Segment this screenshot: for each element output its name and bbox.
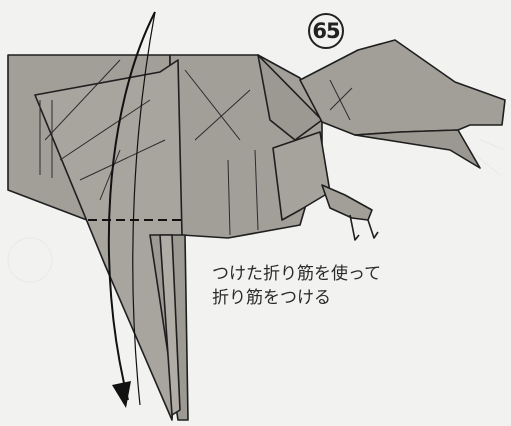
crease-line [99,149,121,201]
claw-2 [367,219,379,239]
crease-line [329,87,353,111]
crease-line [184,69,241,141]
claw-1 [349,214,360,241]
torso-side-panel [272,131,331,221]
fold-arrow-path-inner [132,11,156,406]
crease-lines [39,59,353,236]
step-number-badge: 65 [308,13,344,49]
lower-jaw [354,129,481,169]
instruction-line-1: つけた折り筋を使って [212,264,382,284]
crease-line [254,149,259,231]
crease-line [227,159,231,236]
crease-line [194,89,251,141]
head [299,39,506,136]
fold-arrow-path-outer [107,11,156,401]
crease-line [44,59,121,141]
instruction-text: つけた折り筋を使って 折り筋をつける [212,262,472,310]
front-arm [321,184,373,221]
fold-arrow-head [112,381,131,408]
leg-inner [159,234,181,416]
curved-fold-arrow-icon [107,11,156,408]
dinosaur-body [7,39,506,421]
crease-line [59,99,151,161]
instruction-line-2: 折り筋をつける [212,288,331,308]
crease-line [79,139,166,181]
background-watermark [7,139,506,283]
